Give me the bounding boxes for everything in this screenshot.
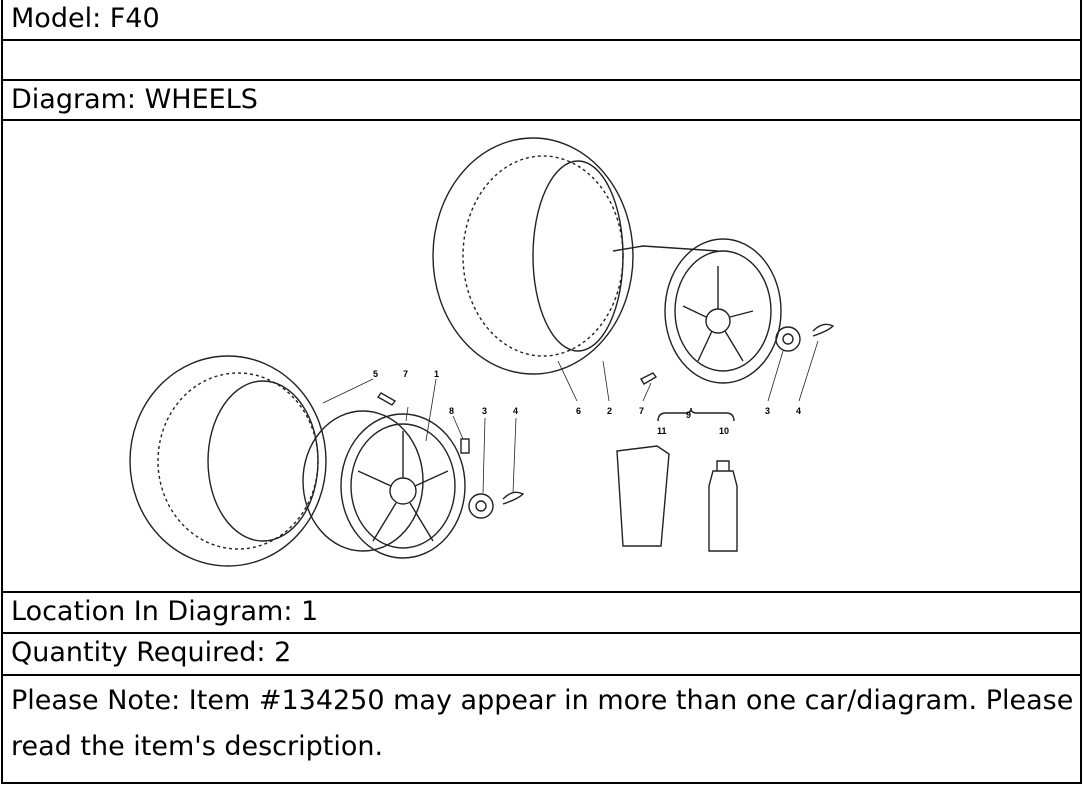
- front-valve: [376, 392, 397, 406]
- callout-4: 4: [513, 406, 518, 416]
- repair-kit-bag: [616, 445, 670, 547]
- callout-9: 9: [686, 410, 691, 420]
- callout-1: 1: [434, 369, 439, 379]
- callout-10: 10: [719, 426, 729, 436]
- front-nut: [468, 493, 494, 519]
- front-clip: [502, 491, 525, 505]
- callout-2: 2: [607, 406, 612, 416]
- callout-3: 3: [482, 406, 487, 416]
- rear-tire: [432, 137, 634, 375]
- balance-weight: [460, 438, 470, 454]
- leader-lines: [322, 340, 819, 494]
- callout-4b: 4: [796, 406, 801, 416]
- location-row: Location In Diagram: 1: [3, 593, 1080, 634]
- blank-row: [3, 41, 1080, 81]
- callout-6: 6: [576, 406, 581, 416]
- group-bracket: [657, 407, 735, 422]
- rear-nut: [775, 326, 801, 352]
- note-row: Please Note: Item #134250 may appear in …: [11, 685, 1074, 762]
- callout-8: 8: [449, 406, 454, 416]
- model-row: Model: F40: [3, 0, 1080, 41]
- callout-7b: 7: [639, 406, 644, 416]
- callout-3b: 3: [765, 406, 770, 416]
- front-tire: [129, 355, 327, 567]
- front-rim: [302, 410, 466, 559]
- rear-clip: [812, 323, 835, 337]
- diagram-title-row: Diagram: WHEELS: [3, 81, 1080, 121]
- quantity-row: Quantity Required: 2: [3, 634, 1080, 676]
- diagram-row: 5 7 1 8 3 4 6 2 7 3 4 9 11 10: [3, 121, 1080, 593]
- wheels-exploded-diagram: 5 7 1 8 3 4 6 2 7 3 4 9 11 10: [129, 137, 835, 567]
- rear-valve: [640, 372, 658, 385]
- callout-7: 7: [403, 369, 408, 379]
- sealant-bottle: [708, 460, 738, 552]
- rear-rim: [612, 238, 782, 384]
- callout-5: 5: [373, 369, 378, 379]
- callout-11: 11: [657, 426, 667, 436]
